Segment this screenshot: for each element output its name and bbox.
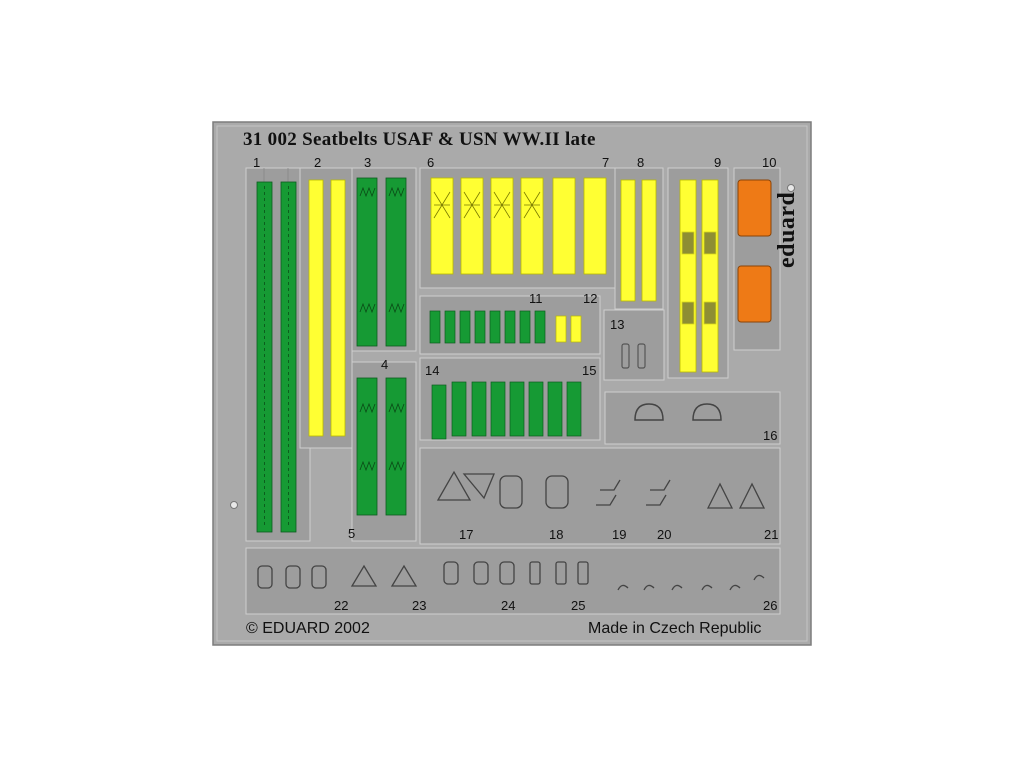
part-6-belts <box>430 177 544 275</box>
part-number-10: 10 <box>762 155 777 170</box>
part-5-belts <box>356 377 407 516</box>
hardware-17-21 <box>436 470 766 509</box>
part-14-belts <box>431 384 447 440</box>
part-number-15: 15 <box>582 363 597 378</box>
part-number-13: 13 <box>610 317 625 332</box>
fret-title: 31 002 Seatbelts USAF & USN WW.II late <box>243 129 596 150</box>
mounting-hole <box>230 501 238 509</box>
part-number-8: 8 <box>637 155 645 170</box>
part-15-belts <box>451 381 582 437</box>
part-number-12: 12 <box>583 291 598 306</box>
brand-logo: eduard <box>774 191 800 268</box>
part-7-belts <box>552 177 607 275</box>
part-8-belts <box>620 179 657 302</box>
part-1-belts <box>256 168 297 533</box>
part-number-11: 11 <box>529 291 543 306</box>
part-number-21: 21 <box>764 527 779 542</box>
part-number-2: 2 <box>314 155 322 170</box>
part-number-6: 6 <box>427 155 435 170</box>
part-number-26: 26 <box>763 598 778 613</box>
part-10-pads <box>737 179 772 323</box>
part-number-23: 23 <box>412 598 427 613</box>
part-11-buckles <box>429 310 546 344</box>
mounting-hole <box>787 184 795 192</box>
part-16-buckles <box>634 403 722 421</box>
part-number-4: 4 <box>381 357 389 372</box>
part-number-19: 19 <box>612 527 627 542</box>
part-13-clips <box>621 343 646 369</box>
part-number-1: 1 <box>253 155 261 170</box>
part-number-25: 25 <box>571 598 586 613</box>
part-number-14: 14 <box>425 363 440 378</box>
part-number-7: 7 <box>602 155 610 170</box>
part-12-buckles <box>555 315 582 343</box>
part-number-20: 20 <box>657 527 672 542</box>
part-number-16: 16 <box>763 428 778 443</box>
part-2-belts <box>308 179 346 437</box>
part-number-3: 3 <box>364 155 372 170</box>
part-number-18: 18 <box>549 527 564 542</box>
part-number-24: 24 <box>501 598 516 613</box>
part-9-belts <box>679 179 719 373</box>
part-number-5: 5 <box>348 526 356 541</box>
hardware-22-26 <box>257 561 765 591</box>
part-3-belts <box>356 177 407 347</box>
part-number-9: 9 <box>714 155 722 170</box>
part-number-22: 22 <box>334 598 349 613</box>
origin-text: Made in Czech Republic <box>588 620 762 637</box>
copyright-text: © EDUARD 2002 <box>246 620 370 637</box>
part-number-17: 17 <box>459 527 474 542</box>
